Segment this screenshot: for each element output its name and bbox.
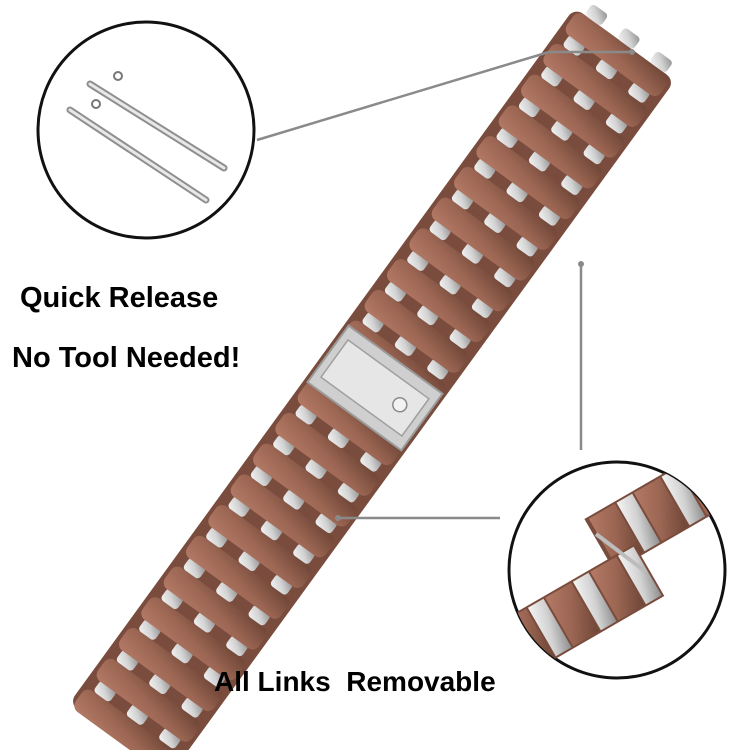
rose-gold-link [297, 382, 401, 465]
silver-link [293, 543, 315, 564]
silver-link [295, 404, 317, 425]
silver-link [595, 59, 618, 80]
silver-link [496, 127, 518, 148]
silver-link [327, 428, 350, 449]
rose-gold-link [96, 658, 200, 742]
quick-release-title: Quick Release [20, 282, 219, 314]
silver-link [181, 697, 203, 718]
rose-gold-link [275, 412, 379, 496]
rose-gold-link [141, 597, 245, 681]
silver-link [260, 520, 283, 541]
silver-link [161, 589, 183, 610]
rose-gold-link [409, 228, 513, 312]
silver-link [228, 496, 250, 517]
rose-gold-link [543, 43, 647, 127]
silver-link [449, 328, 471, 349]
silver-link [551, 120, 573, 141]
rose-gold-link [565, 13, 669, 97]
rose-gold-link [521, 74, 624, 158]
no-tool-needed-subtitle: No Tool Needed! [12, 342, 241, 374]
silver-link [563, 35, 585, 56]
rose-gold-link [431, 197, 535, 281]
silver-link [238, 551, 260, 572]
silver-link [506, 182, 528, 203]
clasp-button [392, 397, 408, 413]
silver-link [628, 82, 650, 103]
silver-link [518, 97, 541, 118]
all-links-removable-label: All Links Removable [214, 666, 496, 697]
silver-link [451, 189, 474, 210]
silver-link [427, 359, 449, 380]
silver-link [337, 482, 360, 503]
watch-band [73, 4, 672, 750]
silver-link [206, 527, 228, 548]
silver-link [248, 605, 270, 626]
silver-link [216, 581, 238, 602]
silver-link [94, 681, 116, 702]
silver-link [585, 4, 608, 25]
silver-link [573, 89, 595, 110]
silver-link [429, 220, 451, 241]
silver-link [171, 643, 193, 664]
silver-link [541, 66, 563, 87]
silver-link [360, 451, 382, 472]
silver-link [362, 312, 384, 333]
silver-link [226, 636, 248, 657]
rose-gold-link [253, 443, 356, 527]
rose-gold-link [454, 166, 557, 250]
silver-link [471, 297, 494, 318]
rose-gold-link [476, 136, 580, 220]
silver-link [583, 144, 605, 165]
silver-link [273, 435, 295, 456]
silver-link [417, 305, 439, 326]
silver-link [149, 674, 171, 695]
silver-link [618, 28, 640, 49]
rose-gold-link [118, 628, 222, 711]
rose-gold-link [163, 566, 267, 650]
rose-gold-link [74, 689, 178, 750]
silver-link [516, 236, 538, 257]
silver-link [650, 52, 672, 72]
silver-link [193, 612, 216, 633]
rose-gold-link [498, 105, 602, 189]
rose-gold-link [208, 505, 312, 588]
silver-link [474, 158, 496, 179]
silver-link [439, 274, 461, 295]
silver-link [461, 243, 484, 264]
silver-link [407, 250, 429, 271]
rose-gold-link [364, 289, 468, 373]
callout-line-quick-release [256, 50, 632, 142]
silver-link [605, 113, 628, 134]
rose-gold-link [230, 474, 334, 558]
silver-link [528, 151, 551, 172]
spring-bar-detail-circle [36, 20, 256, 240]
silver-link [183, 558, 206, 579]
silver-link [250, 466, 273, 487]
silver-link [203, 666, 226, 687]
spring-bar-pins [66, 71, 228, 204]
silver-link [116, 650, 139, 671]
rose-gold-link [387, 259, 490, 343]
silver-link [126, 704, 149, 725]
silver-link [484, 212, 506, 233]
silver-link [305, 458, 327, 479]
silver-link [384, 281, 407, 302]
rose-gold-link [186, 535, 289, 619]
silver-link [270, 574, 293, 595]
silver-link [394, 335, 417, 356]
silver-link [494, 267, 516, 288]
silver-link [159, 728, 181, 749]
silver-link [538, 205, 561, 226]
silver-link [139, 619, 161, 640]
callout-lines [256, 50, 632, 520]
removable-links-detail-circle [507, 460, 727, 680]
silver-link [283, 489, 305, 510]
silver-link [561, 174, 583, 195]
silver-link [315, 513, 337, 534]
